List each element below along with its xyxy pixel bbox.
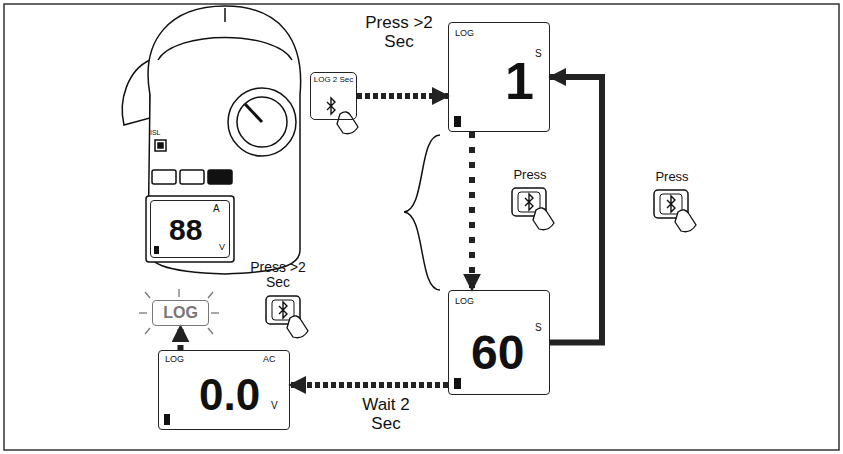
display-text: S — [535, 323, 542, 333]
bluetooth-button — [654, 190, 696, 232]
bluetooth-button — [266, 296, 308, 338]
knob-pointer — [245, 104, 262, 122]
bracket — [404, 135, 440, 290]
flow-arrow — [469, 132, 475, 290]
display-text: 60 — [471, 329, 524, 377]
edge-label: Press >2 Sec — [240, 260, 316, 291]
rotary-knob — [228, 88, 296, 156]
display-text: 1 — [505, 55, 534, 107]
log-button: LOG 2 Sec — [310, 72, 357, 120]
display-text: LOG 2 Sec — [311, 76, 356, 84]
edge-label: Wait 2 Sec — [350, 396, 422, 433]
bluetooth-button — [512, 188, 554, 230]
flow-arrow — [290, 382, 448, 388]
clamp-meter — [122, 6, 300, 274]
display-text: LOG — [153, 305, 208, 321]
jaw-split — [224, 8, 226, 22]
display-bezel — [146, 196, 234, 262]
meter-button — [152, 170, 176, 184]
lcd-screen: LOG 60 S — [448, 290, 550, 395]
edge-label: Press — [508, 168, 552, 182]
jaw-line — [158, 38, 292, 61]
battery-icon — [164, 414, 170, 425]
display-text: LOG — [165, 355, 184, 364]
flow-arrow — [357, 93, 448, 99]
display-text: V — [219, 243, 225, 252]
frame — [4, 4, 839, 450]
meter-button — [208, 170, 232, 184]
edge-label: Press >2 Sec — [360, 14, 438, 51]
lcd-screen: LOG AC0.0V — [158, 350, 290, 430]
battery-icon — [154, 246, 159, 254]
battery-icon — [454, 116, 461, 127]
display-text: 88 — [169, 215, 202, 245]
display-text: V — [271, 401, 278, 411]
flow-arrow — [550, 77, 602, 343]
knob-inner — [237, 97, 287, 147]
display-text: LOG — [455, 297, 474, 306]
edge-label: Press — [650, 170, 694, 184]
blinking-log: LOG — [152, 300, 209, 326]
button-log — [327, 98, 358, 134]
part-label: ISL — [150, 129, 161, 136]
small-button — [155, 140, 166, 151]
battery-icons — [154, 116, 461, 425]
flow-arrow — [178, 326, 184, 350]
meter-display: A 88V — [150, 200, 230, 258]
small-button-mark — [158, 143, 163, 148]
display-text: LOG — [455, 29, 474, 38]
meter-button — [180, 170, 204, 184]
display-text: AC — [263, 355, 276, 364]
battery-icon — [454, 378, 461, 389]
display-text: 0.0 — [199, 373, 260, 417]
lcd-screen: LOG 1S — [448, 22, 550, 132]
display-text: S — [535, 49, 542, 59]
display-text: A — [213, 204, 220, 214]
trigger — [122, 60, 150, 125]
blink-rays — [139, 289, 219, 334]
